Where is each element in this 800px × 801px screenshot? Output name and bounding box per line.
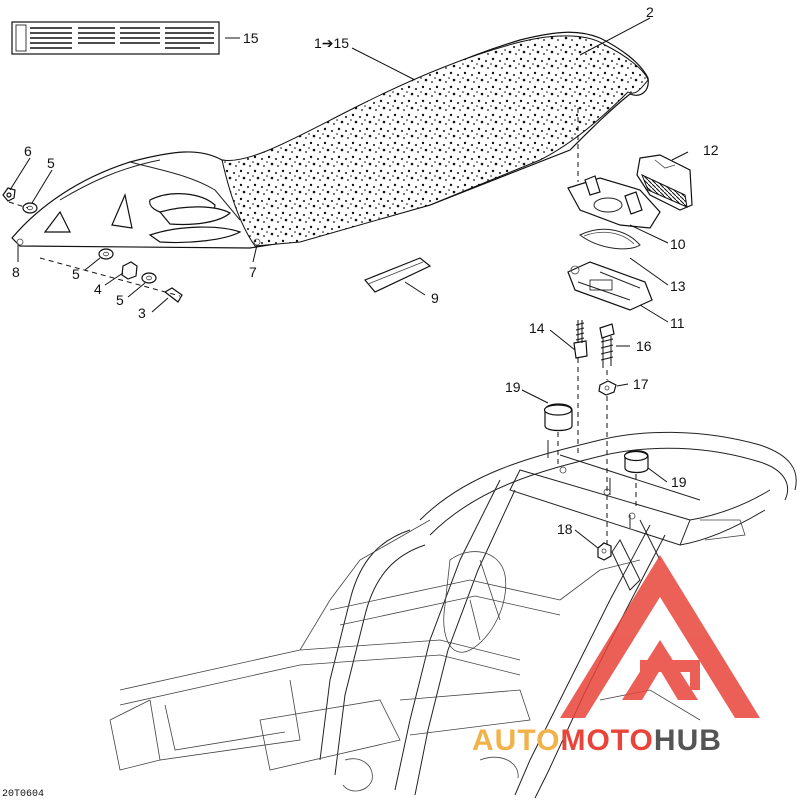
watermark-word-moto: MOTO (560, 724, 653, 757)
callout-leaders (9, 17, 689, 549)
left-hardware (2, 187, 183, 303)
warning-label-decal (11, 21, 220, 55)
callout-2: 2 (646, 4, 654, 20)
callout-19-right: 19 (671, 474, 687, 490)
callout-6: 6 (24, 143, 32, 159)
callout-8: 8 (12, 264, 20, 280)
figure-id: 20T0604 (2, 789, 44, 800)
callout-3: 3 (138, 305, 146, 321)
callout-7: 7 (249, 264, 257, 280)
vehicle-frame (109, 431, 797, 799)
watermark-word-auto: AUTO (472, 724, 560, 757)
callout-4: 4 (94, 281, 102, 297)
callout-5-upper: 5 (47, 155, 55, 171)
seat-assembly (11, 31, 649, 249)
callout-19-left: 19 (505, 379, 521, 395)
callout-16: 16 (636, 338, 652, 354)
rubber-bumpers (543, 403, 649, 561)
callout-labels: 15 2 1➔15 6 5 8 7 5 4 5 3 9 12 10 13 11 … (2, 4, 719, 800)
watermark-word-hub: HUB (654, 724, 722, 757)
callout-5-lower: 5 (116, 292, 124, 308)
callout-13: 13 (670, 278, 686, 294)
watermark-triangle-icon (560, 555, 760, 718)
callout-9: 9 (431, 290, 439, 306)
seat-latch-assembly (567, 154, 693, 396)
watermark-text: AUTOMOTOHUB (472, 724, 722, 757)
assembly-guide-lines (8, 108, 637, 545)
callout-1-to-15: 1➔15 (314, 35, 349, 51)
callout-15: 15 (243, 30, 259, 46)
callout-11: 11 (670, 315, 685, 331)
svg-text:AUTOMOTOHUB: AUTOMOTOHUB (472, 724, 722, 757)
seat-strap (364, 257, 432, 293)
callout-5-mid: 5 (72, 266, 80, 282)
callout-17: 17 (633, 376, 649, 392)
callout-10: 10 (670, 236, 686, 252)
watermark-logo (560, 555, 760, 718)
callout-14: 14 (529, 320, 545, 336)
callout-18: 18 (557, 521, 573, 537)
callout-12: 12 (703, 142, 719, 158)
